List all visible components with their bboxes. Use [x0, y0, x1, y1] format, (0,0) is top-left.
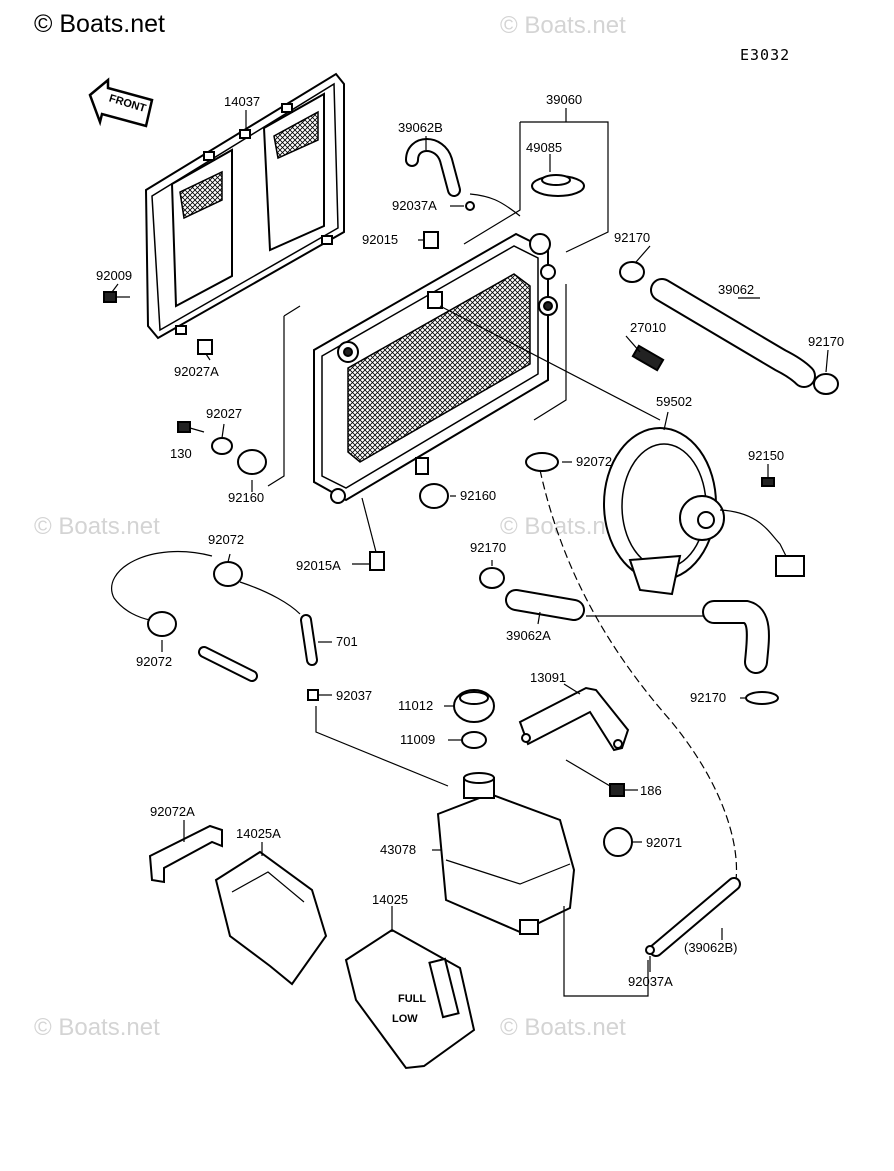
part-label: 92027A: [174, 364, 219, 379]
watermark: © Boats.net: [34, 1014, 160, 1041]
watermark: © Boats.net: [500, 1014, 626, 1041]
part-label: 27010: [630, 320, 666, 335]
part-label: 92150: [748, 448, 784, 463]
radiator-cover: [144, 72, 345, 340]
copyright-text: © Boats.net: [34, 10, 165, 38]
radiator-core: [313, 232, 558, 504]
part-label: 43078: [380, 842, 416, 857]
part-label: 92037A: [628, 974, 673, 989]
part-label: 59502: [656, 394, 692, 409]
watermark: © Boats.net: [34, 513, 160, 540]
part-label: 92170: [690, 690, 726, 705]
tank-cover: FULL LOW: [344, 928, 476, 1070]
tank-bracket: [518, 686, 630, 752]
part-label: (39062B): [684, 940, 737, 955]
part-label: 130: [170, 446, 192, 461]
part-label: 92170: [808, 334, 844, 349]
part-label: 39062: [718, 282, 754, 297]
tank-low-mark: LOW: [392, 1013, 418, 1025]
part-label: 92160: [228, 490, 264, 505]
tank-full-mark: FULL: [398, 993, 426, 1005]
leader-lines: [111, 108, 829, 972]
watermark: © Boats.net: [500, 12, 626, 39]
fan-assembly: [603, 427, 805, 596]
part-label: 92170: [614, 230, 650, 245]
part-label: 14025: [372, 892, 408, 907]
radiator-frame-lines: [267, 121, 609, 487]
part-label: 14037: [224, 94, 260, 109]
reservoir-tank: [436, 772, 576, 935]
part-label: 11012: [398, 698, 433, 713]
part-label: 11009: [400, 732, 435, 747]
part-label: 92071: [646, 835, 682, 850]
part-label: 92160: [460, 488, 496, 503]
part-label: 92072: [136, 654, 172, 669]
part-label: 701: [336, 634, 358, 649]
part-label: 39062A: [506, 628, 551, 643]
part-label: 92072A: [150, 804, 195, 819]
part-label: 186: [640, 783, 662, 798]
part-label: 92170: [470, 540, 506, 555]
front-arrow-icon: FRONT: [88, 77, 154, 128]
part-label: 39062B: [398, 120, 443, 135]
part-label: 92072: [576, 454, 612, 469]
part-label: 92072: [208, 532, 244, 547]
part-label: 92015A: [296, 558, 341, 573]
part-label: 14025A: [236, 826, 281, 841]
part-labels: 14037 39060 39062B 49085 92037A 92015 92…: [96, 92, 844, 989]
part-label: 92037A: [392, 198, 437, 213]
part-label: 92027: [206, 406, 242, 421]
part-label: 49085: [526, 140, 562, 155]
part-label: 92009: [96, 268, 132, 283]
part-label: 92015: [362, 232, 398, 247]
part-label: 39060: [546, 92, 582, 107]
diagram-code: E3032: [740, 46, 791, 64]
part-label: 92037: [336, 688, 372, 703]
part-label: 13091: [530, 670, 566, 685]
